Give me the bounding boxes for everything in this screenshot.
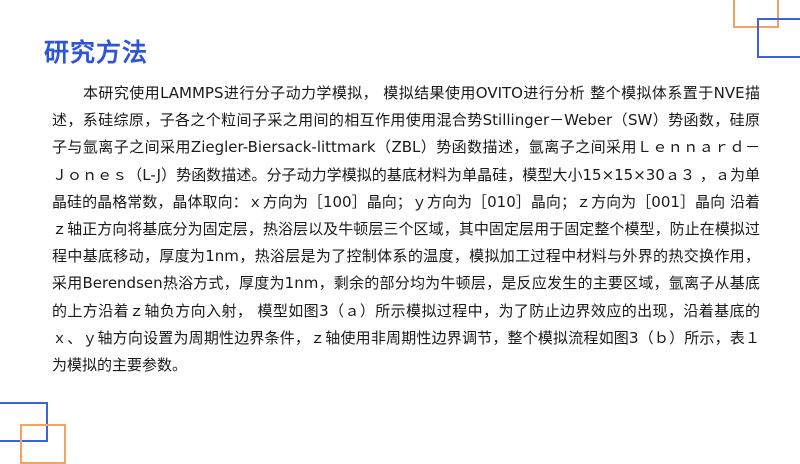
- decorative-frame-bottom-left-blue: [0, 402, 48, 442]
- decorative-frame-top-right-orange: [733, 0, 779, 28]
- decorative-frame-bottom-left-orange: [20, 424, 66, 464]
- slide-title: 研究方法: [44, 38, 149, 67]
- body-paragraph: 本研究使用LAMMPS进行分子动力学模拟， 模拟结果使用OVITO进行分析 整个…: [52, 84, 760, 375]
- decorative-frame-top-right-blue: [757, 18, 800, 58]
